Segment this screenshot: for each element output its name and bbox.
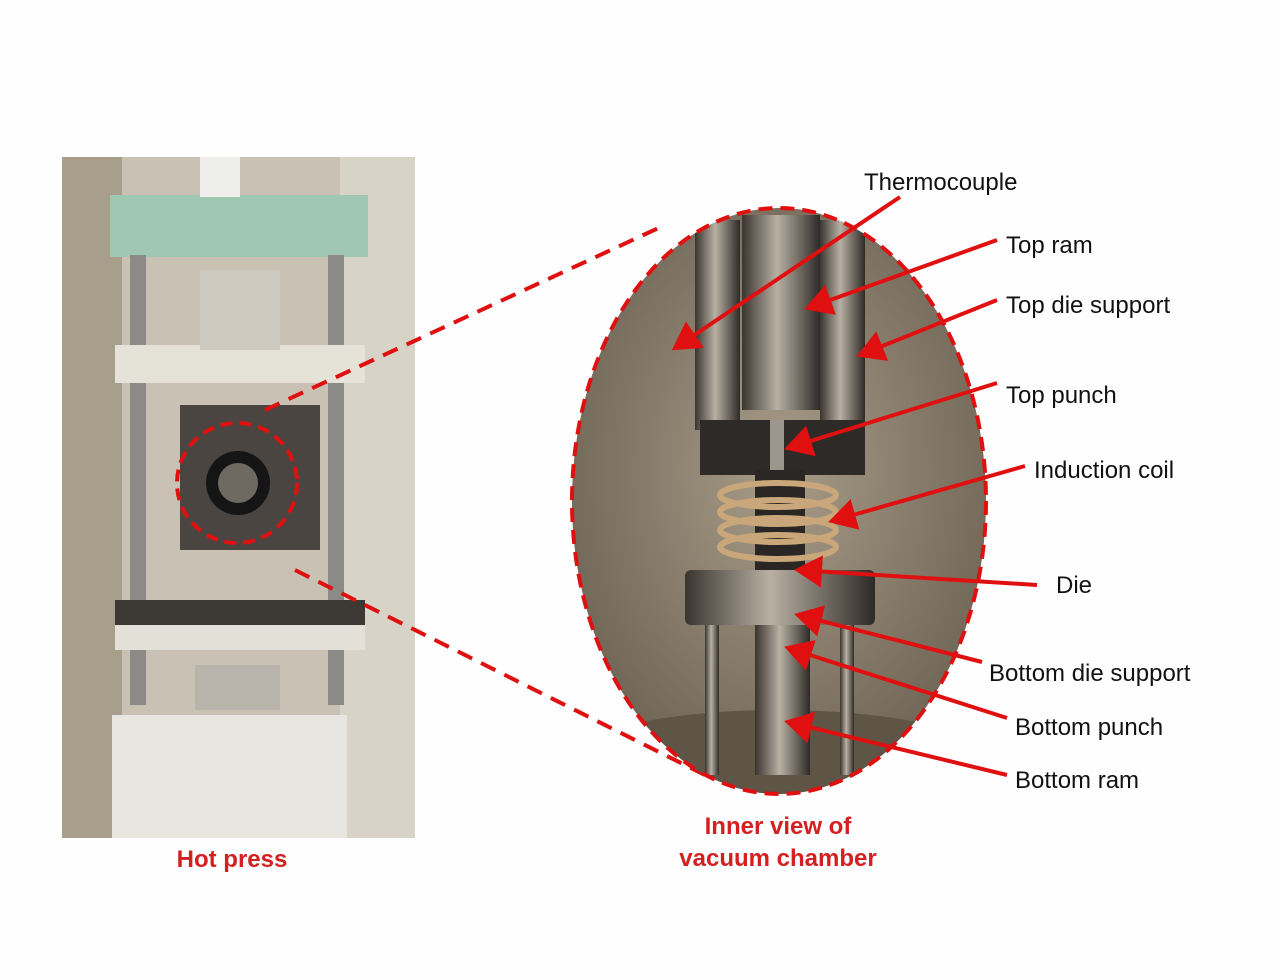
arrow-bottom-ram bbox=[784, 712, 1008, 777]
label-top-punch: Top punch bbox=[1006, 382, 1117, 409]
label-top-ram: Top ram bbox=[1006, 232, 1093, 259]
arrow-bottom-punch bbox=[784, 640, 1008, 720]
hot-press-photo bbox=[62, 157, 415, 838]
arrow-bottom-die-support bbox=[794, 605, 983, 664]
arrow-die bbox=[794, 555, 1038, 588]
label-bottom-die-support: Bottom die support bbox=[989, 660, 1191, 687]
caption-hot-press: Hot press bbox=[177, 846, 288, 873]
label-bottom-punch: Bottom punch bbox=[1015, 714, 1163, 741]
label-bottom-ram: Bottom ram bbox=[1015, 767, 1139, 794]
caption-inner-view-line1: Inner view of bbox=[705, 813, 853, 840]
arrow-top-punch bbox=[784, 381, 998, 457]
label-induction-coil: Induction coil bbox=[1034, 457, 1174, 484]
vacuum-chamber-photo bbox=[572, 208, 986, 794]
caption-inner-view-line2: vacuum chamber bbox=[679, 845, 876, 872]
chamber-outline bbox=[570, 206, 988, 796]
arrow-thermocouple bbox=[671, 195, 902, 351]
zoom-region-circle bbox=[175, 421, 299, 545]
label-thermocouple: Thermocouple bbox=[864, 169, 1017, 196]
label-die: Die bbox=[1056, 572, 1092, 599]
arrow-top-ram bbox=[804, 238, 998, 315]
callout-arrows bbox=[671, 195, 1038, 777]
arrow-top-die-support bbox=[856, 298, 998, 361]
label-top-die-support: Top die support bbox=[1006, 292, 1170, 319]
arrow-induction-coil bbox=[828, 464, 1026, 530]
zoom-connector-top bbox=[264, 223, 666, 412]
